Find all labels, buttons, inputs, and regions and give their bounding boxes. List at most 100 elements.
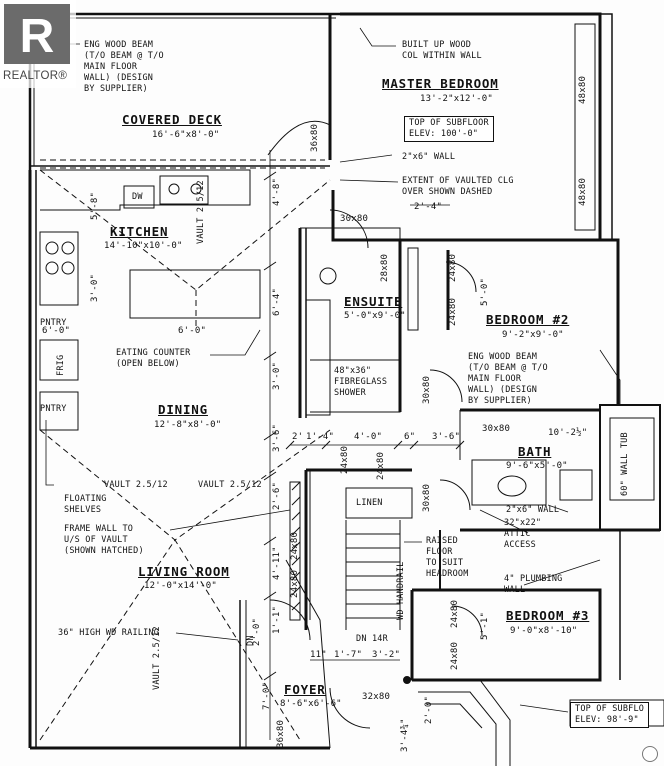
- dim-4-8: 4'-8": [272, 177, 282, 206]
- dim-3-4: 3'-4¾": [400, 718, 410, 752]
- note-handrail: WD HANDRAIL: [396, 561, 406, 621]
- note-eating-counter: EATING COUNTER(OPEN BELOW): [116, 348, 191, 369]
- dim-11: 11": [310, 650, 327, 660]
- dim-6-0-b: 6'-0": [178, 326, 207, 336]
- room-title-foyer: FOYER: [284, 682, 326, 697]
- room-size-living-room: 12'-0"x14'-0": [144, 581, 218, 591]
- dim-3-2: 3'-2": [372, 650, 401, 660]
- dim-door-24x80-e: 24x80: [290, 531, 300, 560]
- note-wall-2x6-top: 2"x6" WALL: [402, 152, 456, 162]
- dim-door-24x80-d: 24x80: [376, 451, 386, 480]
- room-title-dining: DINING: [158, 402, 208, 417]
- room-size-covered-deck: 16'-6"x8'-0": [152, 130, 220, 140]
- realtor-logo: R REALTOR®: [0, 0, 76, 88]
- room-size-bedroom-2: 9'-2"x9'-0": [502, 330, 564, 340]
- dim-door-24x80-g: 24x80: [450, 599, 460, 628]
- realtor-r-icon: R: [4, 4, 70, 64]
- label-vault-kitchen: VAULT 2.5/12: [196, 180, 206, 244]
- room-size-kitchen: 14'-10"x10'-0": [104, 241, 183, 251]
- room-title-living-room: LIVING ROOM: [138, 564, 230, 579]
- dim-door-24x80-h: 24x80: [450, 641, 460, 670]
- dim-door-30x80-a: 30x80: [340, 214, 369, 224]
- dim-2-6: 2'-6": [272, 481, 282, 510]
- dim-10-2: 10'-2½": [548, 428, 588, 438]
- note-vault-mid-left: VAULT 2.5/12: [104, 480, 168, 490]
- dim-1-7: 1'-7": [334, 650, 363, 660]
- dim-door-30x80-d: 30x80: [422, 483, 432, 512]
- corner-badge: [642, 746, 658, 762]
- dim-2-4: 2'-4": [414, 202, 443, 212]
- dim-3-0-k: 3'-0": [90, 273, 100, 302]
- dim-6-in: 6": [404, 432, 416, 442]
- dim-2-1: 2': [292, 432, 304, 442]
- room-size-bedroom-3: 9'-0"x8'-10": [510, 626, 578, 636]
- room-title-ensuite: ENSUITE: [344, 294, 403, 309]
- dim-4-11: 4'-11": [272, 546, 282, 580]
- label-vault-living: VAULT 2.5/12: [152, 626, 162, 690]
- dim-5-1: 5'-1": [480, 611, 490, 640]
- label-pantry-1: PNTRY: [40, 318, 67, 328]
- dim-win-master-1: 48x80: [578, 75, 588, 104]
- dim-door-32x80: 32x80: [362, 692, 391, 702]
- svg-text:R: R: [20, 10, 55, 63]
- dim-2-0: 2'-0": [424, 695, 434, 724]
- dim-4-0: 4'-0": [354, 432, 383, 442]
- dim-deck-post: 36x80: [310, 123, 320, 152]
- label-pantry-2: PNTRY: [40, 404, 67, 414]
- dim-3-0-b: 3'-0": [272, 361, 282, 390]
- dim-1-4: 1'-4": [306, 432, 335, 442]
- room-title-kitchen: KITCHEN: [110, 224, 169, 239]
- dim-door-28x80: 28x80: [380, 253, 390, 282]
- note-railing: 36" HIGH WD RAILING: [58, 628, 160, 638]
- dim-2-r: 2'-0": [252, 617, 262, 646]
- dim-1-1: 1'-1": [272, 605, 282, 634]
- dim-6-0-a: 6'-0": [42, 326, 71, 336]
- label-fridge: FRIG: [56, 354, 66, 376]
- dim-door-24x80-c: 24x80: [340, 445, 350, 474]
- dim-5-0: 5'-0": [480, 277, 490, 306]
- room-title-bedroom-3: BEDROOM #3: [506, 608, 590, 623]
- dim-6-4: 6'-4": [272, 287, 282, 316]
- note-linen: LINEN: [356, 498, 383, 508]
- room-size-master-bedroom: 13'-2"x12'-0": [420, 94, 494, 104]
- dim-3-6-b: 3'-6": [432, 432, 461, 442]
- room-title-covered-deck: COVERED DECK: [122, 112, 222, 127]
- room-size-dining: 12'-8"x8'-0": [154, 420, 222, 430]
- room-size-bath: 9'-6"x5'-0": [506, 461, 568, 471]
- dim-door-24x80-f: 24x80: [290, 569, 300, 598]
- dim-door-36x80: 36x80: [276, 719, 286, 748]
- label-wall-tub: 60" WALL TUB: [620, 432, 630, 496]
- room-title-bath: BATH: [518, 444, 552, 459]
- room-title-bedroom-2: BEDROOM #2: [486, 312, 570, 327]
- room-title-master-bedroom: MASTER BEDROOM: [382, 76, 499, 91]
- dim-5-8: 5'-8": [90, 191, 100, 220]
- room-size-foyer: 8'-6"x6'-6": [280, 699, 342, 709]
- room-size-ensuite: 5'-0"x9'-0": [344, 311, 406, 321]
- dim-door-24x80-b: 24x80: [448, 297, 458, 326]
- realtor-brand-text: REALTOR®: [3, 70, 68, 82]
- note-vault-mid-right: VAULT 2.5/12: [198, 480, 262, 490]
- dim-door-30x80-b: 30x80: [422, 375, 432, 404]
- dim-door-30x80-c: 30x80: [482, 424, 511, 434]
- note-wall-2x6-bath: 2"x6" WALL: [506, 505, 560, 515]
- dim-7-0: 7'-0": [262, 681, 272, 710]
- dim-win-master-2: 48x80: [578, 177, 588, 206]
- note-dn-14r: DN 14R: [356, 634, 388, 644]
- dim-door-24x80-a: 24x80: [448, 253, 458, 282]
- label-dishwasher: DW: [132, 192, 143, 202]
- dim-3-6-a: 3'-6": [272, 423, 282, 452]
